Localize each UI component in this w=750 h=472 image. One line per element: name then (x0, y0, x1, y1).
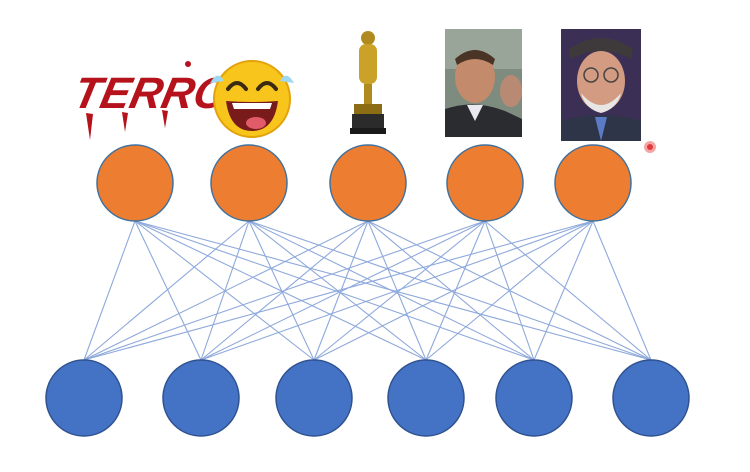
edge-5-5 (533, 220, 594, 361)
edge-2-5 (248, 220, 535, 361)
connection-edges (83, 220, 652, 361)
edge-5-1 (83, 220, 594, 361)
feature-node-3 (329, 144, 407, 222)
edge-1-4 (134, 220, 427, 361)
director-photo-spielberg (561, 29, 641, 141)
edge-2-6 (248, 220, 652, 361)
actor-photo-arnold (445, 29, 522, 137)
edge-2-1 (83, 220, 250, 361)
edge-1-2 (134, 220, 202, 361)
edge-5-4 (425, 220, 594, 361)
edge-3-3 (313, 220, 369, 361)
edge-4-4 (425, 220, 486, 361)
edge-5-6 (592, 220, 652, 361)
edge-4-3 (313, 220, 486, 361)
input-node-2 (162, 359, 240, 437)
edge-1-1 (83, 220, 136, 361)
input-node-1 (45, 359, 123, 437)
feature-node-1 (96, 144, 174, 222)
input-node-4 (387, 359, 465, 437)
input-node-5 (495, 359, 573, 437)
input-node-3 (275, 359, 353, 437)
feature-node-5 (554, 144, 632, 222)
edge-4-6 (484, 220, 652, 361)
pointer-dot (644, 141, 656, 153)
feature-node-4 (446, 144, 524, 222)
edge-3-1 (83, 220, 369, 361)
edge-5-3 (313, 220, 594, 361)
edge-3-5 (367, 220, 535, 361)
input-node-6 (612, 359, 690, 437)
oscar-statuette-icon (350, 31, 386, 134)
edge-5-2 (200, 220, 594, 361)
nodes-group (45, 144, 690, 437)
edge-2-3 (248, 220, 315, 361)
edge-4-2 (200, 220, 486, 361)
edge-4-1 (83, 220, 486, 361)
laughing-emoji-icon (210, 60, 294, 138)
edge-1-5 (134, 220, 535, 361)
feature-node-2 (210, 144, 288, 222)
